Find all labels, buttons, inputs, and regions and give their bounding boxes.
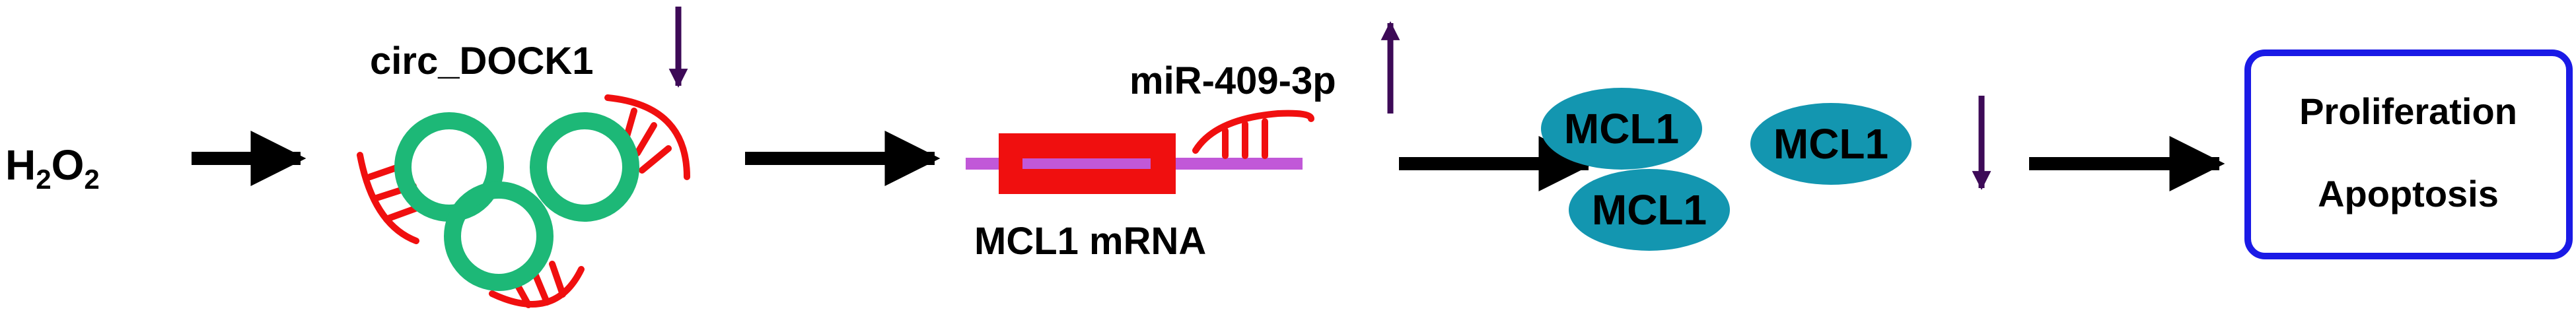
circ-rna-cluster — [357, 94, 690, 308]
mcl1-mrna — [966, 133, 1303, 194]
mir-409-3p-label: miR-409-3p — [1129, 59, 1336, 102]
outcome-apoptosis: Apoptosis — [2318, 173, 2499, 214]
mir-409-3p-duplex — [1192, 110, 1314, 159]
circ-dock1-label: circ_DOCK1 — [370, 40, 593, 82]
mcl1-protein: MCL1 — [1569, 169, 1730, 251]
mirna-sponge-fragment — [604, 94, 690, 180]
outcome-proliferation: Proliferation — [2299, 90, 2517, 132]
circ-rna-ring — [530, 112, 639, 222]
outcome-box — [2244, 49, 2573, 259]
mirna-sponge-fragment — [489, 261, 585, 308]
mcl1-mrna-label: MCL1 mRNA — [974, 220, 1206, 263]
svg-text:MCL1: MCL1 — [1592, 186, 1707, 234]
svg-text:MCL1: MCL1 — [1564, 105, 1679, 152]
h2o2-label: H2O2 — [5, 141, 100, 195]
mcl1-protein: MCL1 — [1541, 88, 1702, 170]
mcl1-protein: MCL1 — [1750, 103, 1912, 185]
circ-rna-ring — [444, 181, 554, 291]
svg-text:MCL1: MCL1 — [1773, 120, 1888, 168]
